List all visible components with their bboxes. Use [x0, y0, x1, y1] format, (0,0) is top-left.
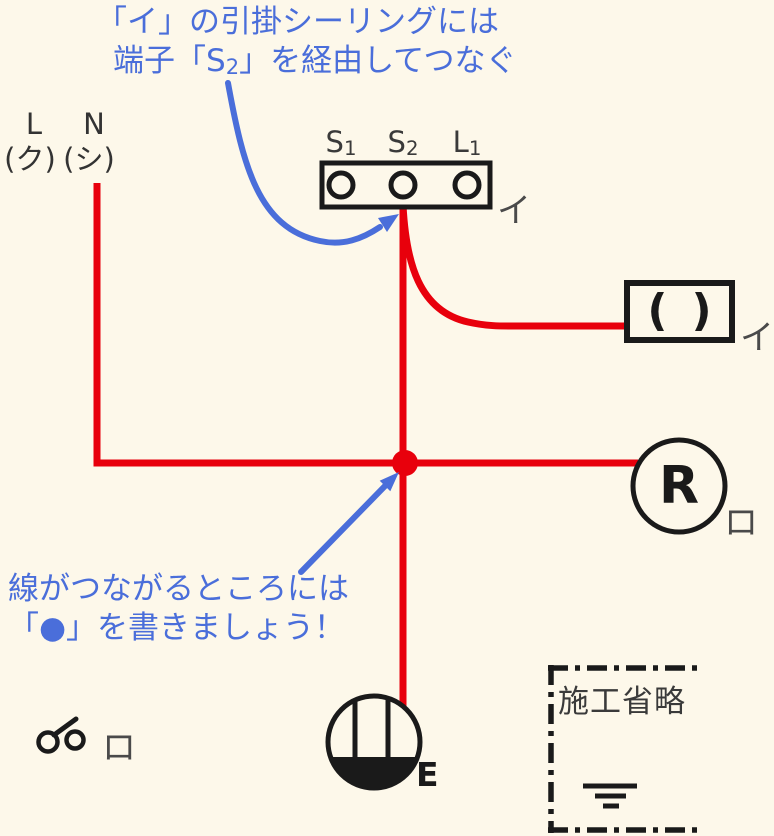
terminal-block-circuit-label: イ: [497, 191, 531, 231]
outlet-earth-label: E: [416, 755, 439, 794]
r-device-letter: R: [658, 456, 700, 516]
source-label-live-kana: (ク): [4, 142, 56, 176]
omitted-box-border: [548, 665, 699, 833]
switch-lever: [51, 716, 79, 738]
wire-s2-to-ceiling-box: [399, 204, 630, 330]
r-device-circle: [630, 437, 728, 535]
switch-circuit-label: ロ: [102, 728, 136, 768]
omitted-box-title: 施工省略: [558, 684, 686, 720]
ground-icon: [583, 783, 637, 809]
ceiling-box-circuit-label: イ: [740, 318, 774, 358]
annotation-junction: 線がつながるところには 「●」を書きましょう！: [8, 570, 349, 648]
terminal-label-s2: S2: [387, 125, 419, 160]
source-label-live: L: [25, 107, 43, 141]
terminal-s1-hole: [326, 170, 356, 200]
arrow-to-s2: [225, 80, 399, 246]
r-device-circuit-label: ロ: [724, 503, 758, 543]
arrow-to-junction: [298, 472, 399, 575]
terminal-label-l1: L1: [452, 125, 482, 160]
ceiling-box-parens: (): [647, 285, 712, 336]
outlet-bottom-fill: [330, 757, 418, 789]
switch-pivot-circle: [36, 730, 60, 754]
switch-contact-circle: [64, 729, 86, 751]
source-label-neutral-kana: (シ): [63, 142, 115, 176]
annotation-top-line2: 端子「S2」を経由してつなぐ: [113, 43, 517, 79]
annotation-junction-line2: 「●」を書きましょう！: [8, 610, 346, 646]
annotation-top: 「イ」の引掛シーリングには 端子「S2」を経由してつなぐ: [96, 3, 517, 83]
outlet-inner-lines: [352, 699, 391, 757]
annotation-top-line1: 「イ」の引掛シーリングには: [96, 4, 499, 40]
terminal-s2-hole: [388, 170, 418, 200]
annotation-junction-line1: 線がつながるところには: [8, 571, 349, 607]
terminal-label-s1: S1: [325, 125, 357, 160]
terminal-l1-hole: [452, 170, 482, 200]
source-label-neutral: N: [83, 107, 105, 141]
ceiling-box-outline: [624, 280, 735, 343]
junction-dot: [392, 450, 418, 476]
wire-source-to-r: [93, 183, 638, 467]
